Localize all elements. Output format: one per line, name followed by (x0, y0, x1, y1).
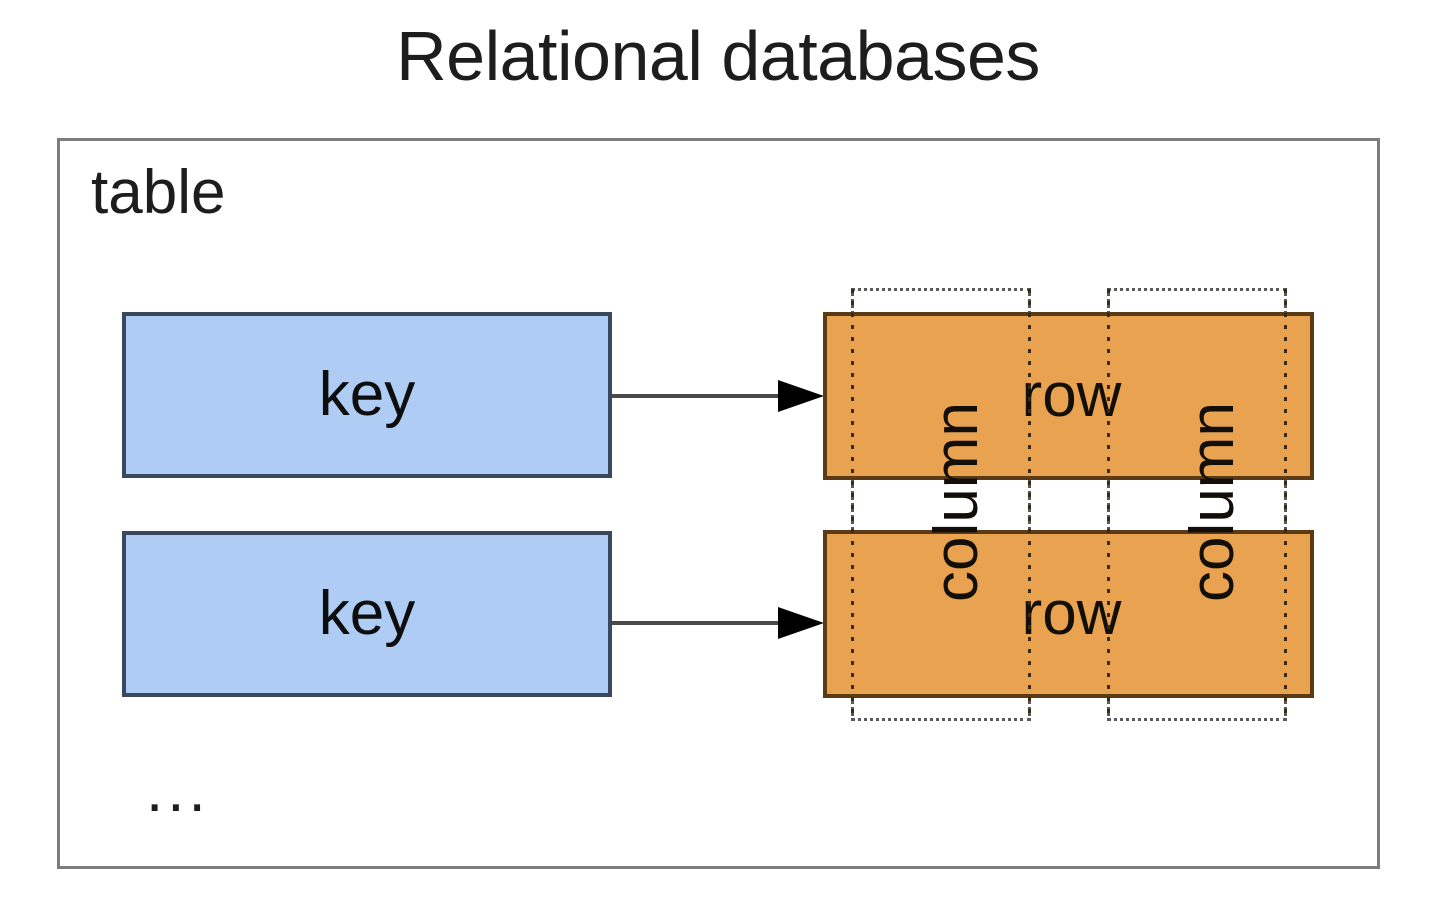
key-label-1: key (318, 360, 416, 429)
table-label: table (91, 158, 226, 227)
key-box-1[interactable]: key (122, 312, 612, 478)
page-title: Relational databases (396, 17, 1040, 95)
row-label-2: row (1021, 579, 1122, 648)
row-label-1: row (1021, 361, 1122, 430)
more-rows-ellipsis: ... (146, 756, 210, 825)
row-box-2[interactable]: row (823, 530, 1314, 698)
key-label-2: key (318, 579, 416, 648)
key-to-row-arrow-2-icon (612, 603, 824, 643)
table-container (57, 138, 1380, 869)
row-box-1[interactable]: row (823, 312, 1314, 480)
key-to-row-arrow-1-icon (612, 376, 824, 416)
key-box-2[interactable]: key (122, 531, 612, 697)
